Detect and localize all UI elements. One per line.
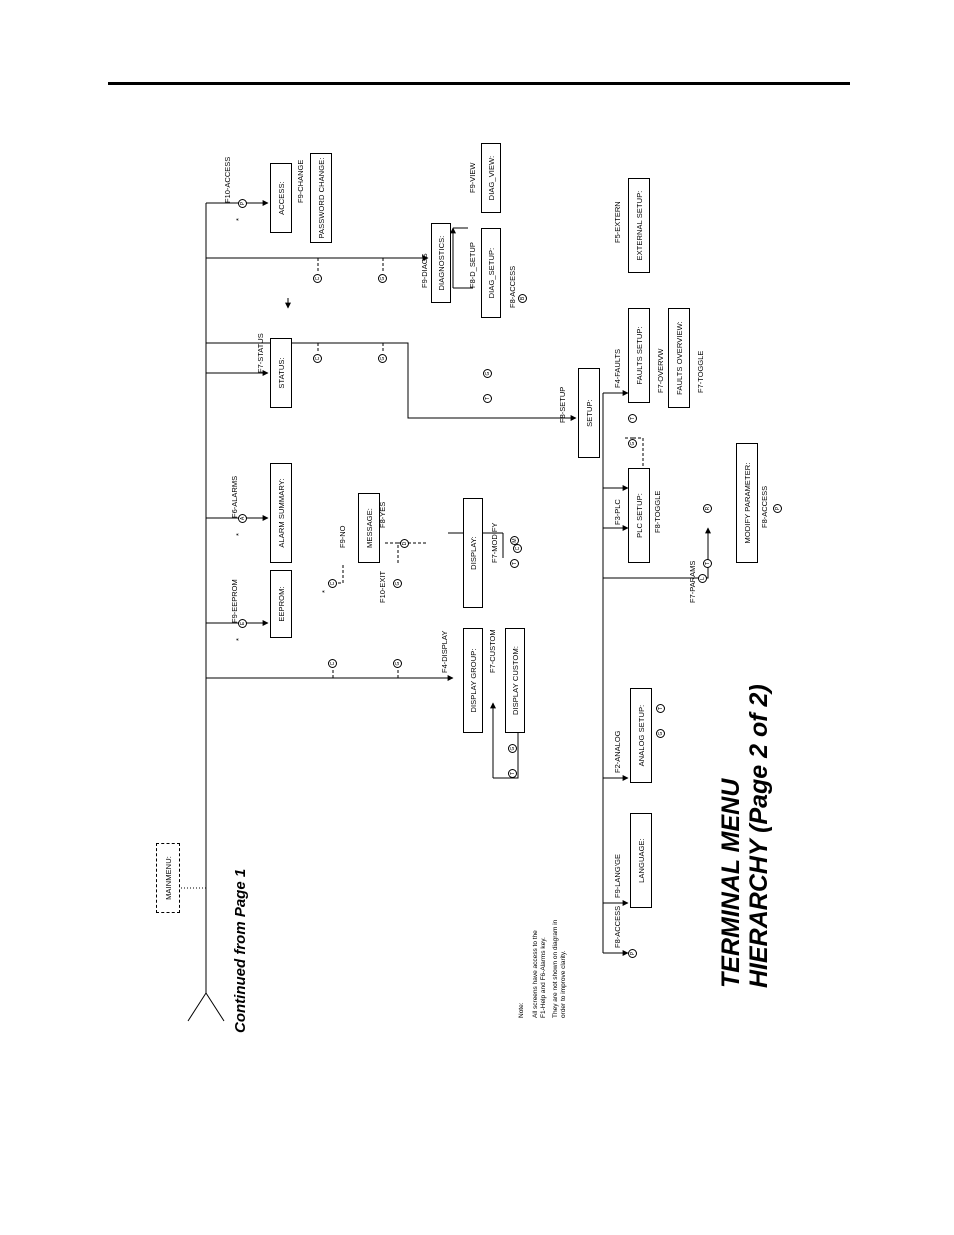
label-f8-access-diag: F8-ACCESS <box>508 265 517 308</box>
analog-setup-box[interactable]: ANALOG SETUP: <box>630 688 652 783</box>
asterisk-access: * <box>234 218 243 221</box>
node-g-analog: G <box>656 729 665 738</box>
node-d: D <box>400 539 409 548</box>
note-line-4: order to improve clarity. <box>560 950 567 1018</box>
node-p-param: P <box>773 504 782 513</box>
node-c-3: C <box>313 354 322 363</box>
connector-lines <box>180 200 711 1022</box>
label-f2-analog: F2-ANALOG <box>613 730 622 773</box>
alarm-summary-box[interactable]: ALARM SUMMARY: <box>270 463 292 563</box>
label-f5-extern: F5-EXTERN <box>613 201 622 243</box>
label-f8-yes: F8-YES <box>378 501 387 528</box>
label-f7-modify: F7-MODIFY <box>490 522 499 563</box>
node-p-lang: P <box>628 949 637 958</box>
menu-hierarchy-diagram: MAINMENU: EEPROM: ALARM SUMMARY: STATUS:… <box>148 128 788 1033</box>
status-box[interactable]: STATUS: <box>270 338 292 408</box>
faults-setup-box[interactable]: FAULTS SETUP: <box>628 308 650 403</box>
node-t-analog: T <box>656 704 665 713</box>
node-r: R <box>703 504 712 513</box>
label-f8-toggle: F8-TOGGLE <box>653 490 662 533</box>
label-f9-langge: F9-LANG'GE <box>613 854 622 898</box>
label-f7-status: F7-STATUS <box>256 333 265 373</box>
node-c-display: C <box>513 544 522 553</box>
asterisk-alarms: * <box>234 533 243 536</box>
note-heading: Note: <box>518 1002 525 1018</box>
asterisk-eeprom: * <box>234 638 243 641</box>
label-f4-display: F4-DISPLAY <box>440 630 449 673</box>
node-m: M <box>510 536 519 545</box>
node-c-1: C <box>328 659 337 668</box>
node-t-diag: T <box>483 394 492 403</box>
setup-box[interactable]: SETUP: <box>578 368 600 458</box>
label-f6-alarms: F6-ALARMS <box>230 475 239 518</box>
node-g-plc: G <box>628 439 637 448</box>
node-t-params: T <box>703 559 712 568</box>
node-g-4: G <box>378 274 387 283</box>
label-f9-diags: F9-DIAGS <box>420 253 429 288</box>
branch-setup <box>206 342 577 421</box>
label-f7-params: F7-PARAMS <box>688 560 697 603</box>
note-line-3: They are not shown on diagram in <box>552 919 559 1018</box>
label-f3-plc: F3-PLC <box>613 499 622 525</box>
node-g-1: G <box>393 659 402 668</box>
label-f7-overvw: F7-OVERVW <box>656 348 665 393</box>
asterisk-message: * <box>320 590 329 593</box>
external-setup-box[interactable]: EXTERNAL SETUP: <box>628 178 650 273</box>
rotated-diagram-canvas: MAINMENU: EEPROM: ALARM SUMMARY: STATUS:… <box>148 128 788 1033</box>
header-rule <box>108 82 850 85</box>
node-e: E <box>238 619 247 628</box>
node-g-diag: G <box>483 369 492 378</box>
mainmenu-box[interactable]: MAINMENU: <box>156 843 180 913</box>
continuation-chevron <box>187 992 225 1022</box>
label-f9-view: F9-VIEW <box>468 162 477 193</box>
display-custom-box[interactable]: DISPLAY CUSTOM: <box>505 628 525 733</box>
node-t-modify: T <box>510 559 519 568</box>
label-f8-access-lang: F8-ACCESS <box>613 905 622 948</box>
access-box[interactable]: ACCESS: <box>270 163 292 233</box>
continued-label: Continued from Page 1 <box>232 868 249 1033</box>
diagram-title-line1: TERMINAL MENU <box>717 778 745 988</box>
display-group-box[interactable]: DISPLAY GROUP: <box>463 628 483 733</box>
node-c-2: C <box>328 579 337 588</box>
node-l: L <box>698 574 707 583</box>
label-f9-change: F9-CHANGE <box>296 159 305 203</box>
note-line-1: All screens have access to the <box>532 930 539 1018</box>
display-box[interactable]: DISPLAY: <box>463 498 483 608</box>
label-f9-eeprom: F9-EEPROM <box>230 579 239 623</box>
node-access: P <box>238 199 247 208</box>
label-f8-access-param: F8-ACCESS <box>760 485 769 528</box>
modify-parameter-box[interactable]: MODIFY PARAMETER: <box>736 443 758 563</box>
node-g-display: G <box>508 744 517 753</box>
label-f4-faults: F4-FAULTS <box>613 348 622 388</box>
password-change-box[interactable]: PASSWORD CHANGE: <box>310 153 332 243</box>
label-f7-toggle: F7-TOGGLE <box>696 350 705 393</box>
node-g-2: G <box>393 579 402 588</box>
node-t-display: T <box>508 769 517 778</box>
label-f10-access: F10-ACCESS <box>223 156 232 203</box>
node-t-plc: T <box>628 414 637 423</box>
note-line-2: F1-Help and F6-Alarms key. <box>540 937 547 1018</box>
node-c-4: C <box>313 274 322 283</box>
language-box[interactable]: LANGUAGE: <box>630 813 652 908</box>
plc-setup-box[interactable]: PLC SETUP: <box>628 468 650 563</box>
label-f10-exit: F10-EXIT <box>378 570 387 603</box>
node-g-3: G <box>378 354 387 363</box>
node-a: A <box>238 514 247 523</box>
diagnostics-box[interactable]: DIAGNOSTICS: <box>431 223 451 303</box>
label-f8-setup: F8-SETUP <box>558 386 567 423</box>
faults-overview-box[interactable]: FAULTS OVERVIEW: <box>668 308 690 408</box>
diagram-title-line2: HIERARCHY (Page 2 of 2) <box>745 684 773 988</box>
label-f7-custom: F7-CUSTOM <box>488 629 497 673</box>
diag-view-box[interactable]: DIAG_VIEW: <box>481 143 501 213</box>
diag-setup-box[interactable]: DIAG_SETUP: <box>481 228 501 318</box>
label-f8-d-setup: F8-D_SETUP <box>468 242 477 288</box>
node-b: B <box>518 294 527 303</box>
label-f9-no: F9-NO <box>338 525 347 549</box>
eeprom-box[interactable]: EEPROM: <box>270 570 292 638</box>
message-box[interactable]: MESSAGE: <box>358 493 380 563</box>
